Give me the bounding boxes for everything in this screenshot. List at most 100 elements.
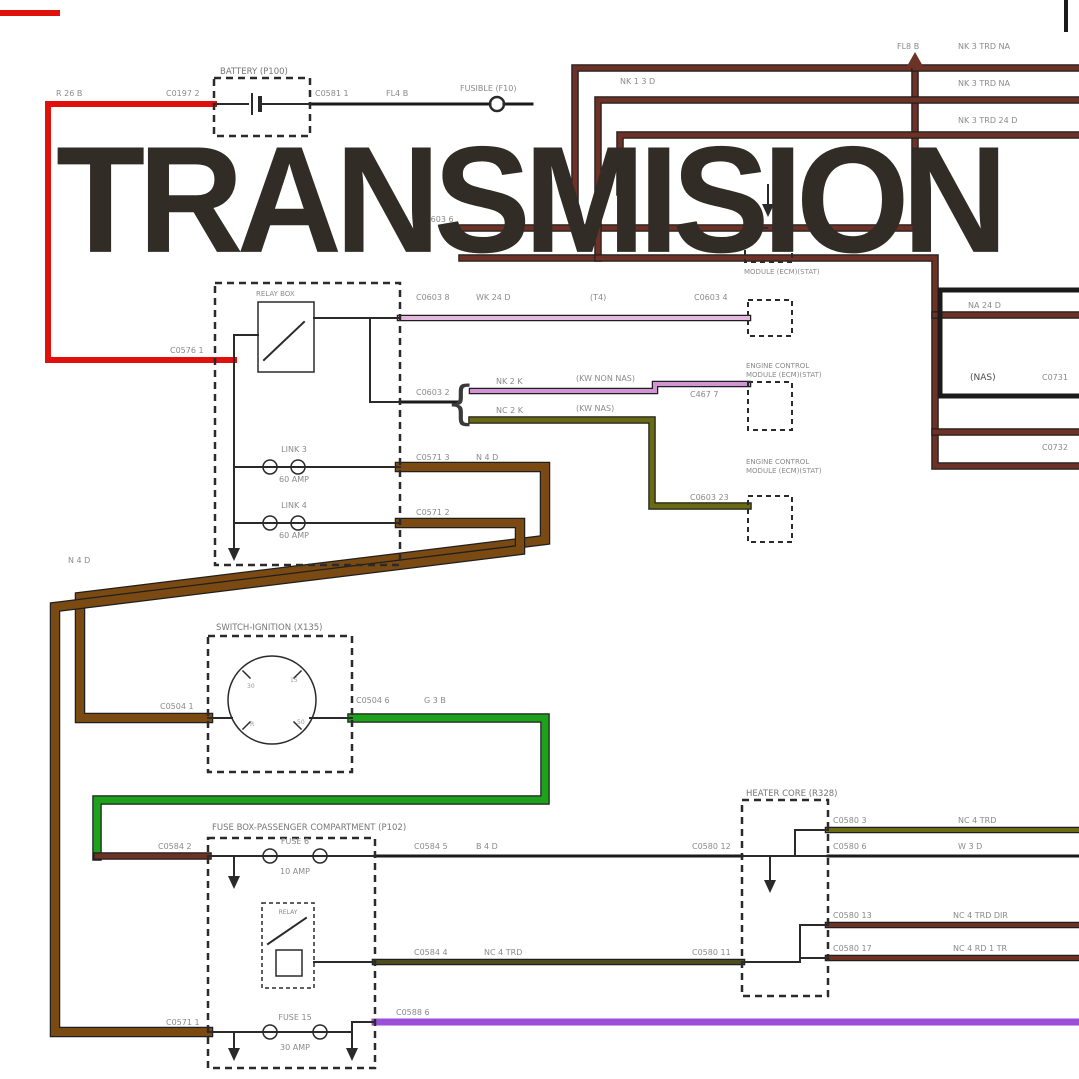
wire-label-55: NC 4 TRD	[484, 948, 522, 957]
symbol-rect-relay-symbol	[257, 301, 315, 373]
wire-label-2: BATTERY (P100)	[220, 67, 288, 77]
wire-label-0: R 26 B	[56, 89, 82, 98]
wire-label-59: C0588 6	[396, 1008, 430, 1017]
wire-label-9: NK 3 TRD 24 D	[958, 116, 1017, 125]
wire-label-56: C0580 11	[692, 948, 731, 957]
junction-peak-icon	[906, 52, 924, 68]
symbol-circle-link3-a	[262, 459, 278, 475]
wire-relay-out-branch	[369, 317, 401, 403]
wire-label-21: (T4)	[590, 293, 606, 302]
symbol-circle-fuse6-a	[262, 848, 278, 864]
wire-label-68: C0580 17	[833, 944, 872, 953]
wire-label-34: LINK 3	[281, 445, 307, 454]
wire-label-71: 30	[247, 683, 255, 690]
wire-label-52: B 4 D	[476, 842, 498, 851]
wire-label-5: FUSIBLE (F10)	[460, 84, 516, 93]
ground-arrow-icon-0	[228, 548, 240, 561]
symbol-circle-link4-a	[262, 515, 278, 531]
wire-battery-feed-red	[45, 101, 237, 363]
wire-label-49: 10 AMP	[280, 867, 310, 876]
ground-arrow-icon-5	[764, 880, 776, 893]
wire-label-28: C467 7	[690, 390, 719, 399]
wire-label-15: C0731	[1042, 373, 1068, 382]
wire-label-22: C0603 4	[694, 293, 728, 302]
wire-label-57: FUSE 15	[278, 1013, 311, 1022]
symbol-circle-fuse15-a	[262, 1024, 278, 1040]
wire-label-7: NK 3 TRD NA	[958, 42, 1011, 51]
wire-label-61: HEATER CORE (R328)	[746, 789, 837, 799]
wire-label-70: {	[446, 376, 475, 430]
wire-label-74: R	[250, 721, 254, 728]
wire-label-66: C0580 13	[833, 911, 872, 920]
wire-label-69: NC 4 RD 1 TR	[953, 944, 1008, 953]
wire-nk-bus-mid	[459, 97, 1079, 261]
wire-label-58: 30 AMP	[280, 1043, 310, 1052]
component-box-ecm-box-1	[747, 299, 793, 337]
wire-nk-bus-lower	[617, 132, 1079, 195]
wire-label-33: C0603 23	[690, 493, 729, 502]
wire-label-10: NK 1 3 D	[620, 77, 655, 86]
symbol-circle-link4-b	[290, 515, 306, 531]
wire-ign-tick-2	[241, 669, 252, 680]
ground-arrow-icon-3	[228, 1048, 240, 1061]
wire-label-23: ENGINE CONTROL	[746, 362, 809, 370]
wire-label-8: NK 3 TRD NA	[958, 79, 1011, 88]
component-box-relay-box	[213, 281, 402, 567]
component-box-heater-box	[740, 798, 830, 998]
wire-label-72: 15	[290, 677, 298, 684]
wire-label-45: G 3 B	[424, 696, 446, 705]
wire-label-47: FUSE BOX-PASSENGER COMPARTMENT (P102)	[212, 823, 406, 833]
component-box-ignition-box	[206, 634, 354, 774]
wire-fbrelay-switch	[266, 916, 308, 946]
wire-label-14: (NAS)	[970, 373, 996, 383]
wire-label-38: C0571 3	[416, 453, 450, 462]
wire-label-37: 60 AMP	[279, 531, 309, 540]
wire-ign-tick-4	[292, 720, 303, 731]
wire-label-24: MODULE (ECM)(STAT)	[746, 371, 822, 379]
wire-label-17: RELAY BOX	[256, 290, 295, 298]
ground-arrow-icon-2	[228, 876, 240, 889]
component-box-battery-box	[212, 76, 312, 138]
wire-label-67: NC 4 TRD DIR	[953, 911, 1008, 920]
wire-label-20: WK 24 D	[476, 293, 511, 302]
wire-relay-coil-feed	[233, 334, 259, 361]
wire-label-46: C0584 2	[158, 842, 192, 851]
wire-ignition-output-green	[93, 714, 549, 860]
wire-label-39: N 4 D	[476, 453, 498, 462]
wire-label-60: C0571 1	[166, 1018, 200, 1027]
wire-label-30: (KW NAS)	[576, 404, 614, 413]
wire-label-13: NA 24 D	[968, 301, 1001, 310]
wire-label-19: C0603 8	[416, 293, 450, 302]
symbol-circle-fuse6-b	[312, 848, 328, 864]
wire-fuse15-to-exit	[325, 1021, 376, 1033]
wire-relay-switch	[262, 320, 306, 362]
wire-label-50: RELAY	[279, 909, 298, 916]
wire-label-64: C0580 6	[833, 842, 867, 851]
symbol-circle-link3-b	[290, 459, 306, 475]
wire-label-16: C0732	[1042, 443, 1068, 452]
wire-label-43: C0504 1	[160, 702, 194, 711]
component-box-fusebox	[206, 836, 377, 1070]
wire-label-1: C0197 2	[166, 89, 200, 98]
wire-fuse15-feed-brown	[51, 519, 524, 1036]
symbol-circle-ignition-dial	[227, 655, 317, 745]
wire-label-44: C0504 6	[356, 696, 390, 705]
wire-label-18: C0576 1	[170, 346, 204, 355]
wire-heater-bot-branch	[799, 924, 829, 963]
wire-label-29: NC 2 K	[496, 406, 524, 415]
wire-label-40: C0571 2	[416, 508, 450, 517]
wire-label-12: MODULE (ECM)(STAT)	[744, 268, 820, 276]
wire-label-36: LINK 4	[281, 501, 307, 510]
wire-label-35: 60 AMP	[279, 475, 309, 484]
wire-ecm2-violet	[470, 382, 750, 393]
component-box-ecm-box-top	[744, 227, 793, 263]
wire-label-41: N 4 D	[68, 556, 90, 565]
wire-label-54: C0584 4	[414, 948, 448, 957]
wire-nk-bus-mid-branch	[595, 255, 1079, 469]
wire-label-3: C0581 1	[315, 89, 349, 98]
wire-label-65: W 3 D	[958, 842, 982, 851]
wire-label-73: 50	[297, 719, 305, 726]
wire-label-4: FL4 B	[386, 89, 408, 98]
